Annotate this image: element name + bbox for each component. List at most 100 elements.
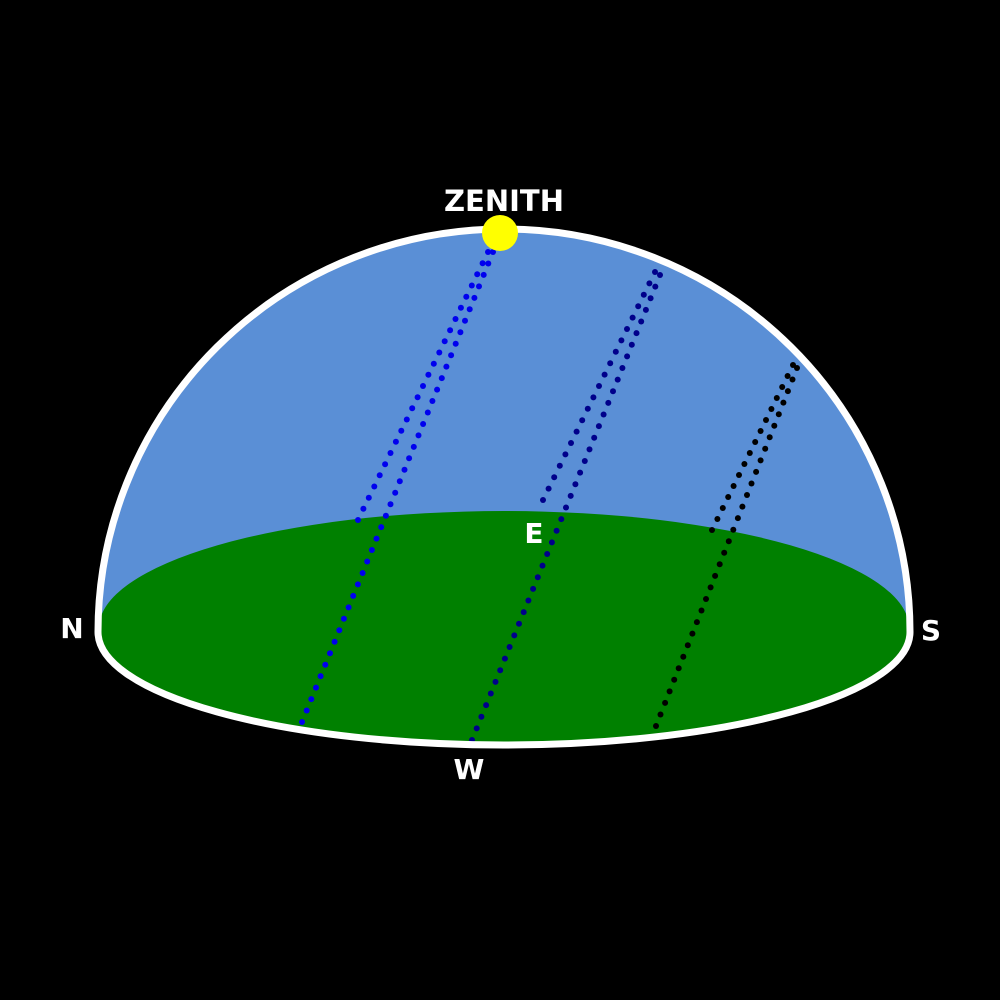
sun-path-dot [572, 481, 579, 488]
sun-path-summer [299, 249, 496, 725]
sun-path-dot [327, 650, 333, 657]
sun-path-dot [562, 451, 569, 458]
sun-path-dot [719, 505, 726, 511]
north-label: N [60, 612, 83, 645]
sun-path-dot [368, 547, 375, 553]
sun-path-dot [642, 306, 649, 313]
sun-path-dot [612, 348, 619, 355]
sun-path-dot [712, 572, 719, 579]
sun-path-dot [653, 723, 659, 729]
sun-path-dot [752, 439, 759, 445]
sun-path-dot [420, 383, 426, 389]
west-label: W [454, 753, 485, 786]
sun-path-dot [662, 699, 669, 706]
sun-path-dot [354, 581, 361, 588]
sun-paths [299, 249, 800, 743]
sun-path-dot [619, 365, 626, 371]
sun-path-dot [360, 505, 367, 512]
sun-path-dot [544, 551, 551, 557]
sun-path-dot [721, 549, 728, 556]
sun-path-dot [693, 619, 700, 626]
sun-path-dot [474, 271, 481, 278]
sun-path-dot [624, 353, 631, 360]
sun-path-dot [568, 440, 574, 446]
horizon-front-outline [94, 631, 914, 749]
sun-path-dot [308, 696, 315, 703]
sun-path-dot [581, 458, 588, 464]
sun-path-dot [364, 558, 371, 565]
sun-path-dot [501, 655, 508, 662]
sun-path-dot [784, 373, 791, 379]
sun-path-dot [322, 661, 329, 668]
sun-path-dot [725, 494, 732, 500]
sun-path-dot [640, 291, 647, 298]
sun-path-dot [447, 327, 454, 334]
sun-path-dot [768, 406, 775, 412]
sun-path-dot [409, 405, 416, 412]
sun-path-dot [652, 283, 659, 290]
sun-path-dot [680, 653, 687, 660]
sun-path-dot [558, 516, 565, 523]
sun-path-dot [373, 535, 380, 542]
sun-path-dot [684, 642, 691, 649]
sun-path-dot [590, 394, 597, 401]
sun-path-dot [762, 445, 769, 452]
sun-path-dot [452, 316, 459, 322]
sun-path-dot [485, 249, 491, 255]
sun-path-dot [741, 461, 748, 467]
sun-path-dot [746, 450, 753, 456]
sun-path-dot [635, 303, 642, 310]
sun-path-dot [647, 295, 654, 302]
sun-path-dot [506, 644, 513, 650]
sun-path-dot [757, 428, 764, 434]
sun-path-dot [730, 483, 737, 489]
sun-path-dot [618, 337, 625, 344]
sun-path-dot [434, 386, 441, 393]
sun-path-dot [429, 398, 436, 404]
sun-path-dot [707, 584, 714, 591]
sun-path-dot [479, 260, 486, 267]
sun-path-dot [457, 329, 464, 336]
sun-path-dot [534, 574, 541, 581]
sun-path-dot [331, 638, 338, 645]
sun-path-dot [478, 713, 485, 720]
sun-path-dot [779, 384, 786, 390]
sun-path-dot [406, 455, 413, 462]
sun-path-dot [471, 294, 478, 301]
sun-path-dot [725, 538, 732, 545]
sun-path-dot [666, 688, 673, 695]
sun-path-dot [739, 503, 746, 510]
sun-path-dot [601, 371, 608, 378]
sun-path-dot [387, 501, 394, 508]
sun-path-dot [299, 719, 305, 725]
sun-path-dot [303, 707, 310, 714]
sun-path-dot [392, 438, 399, 445]
sun-path-dot [430, 360, 437, 367]
sun-path-dot [551, 474, 558, 481]
sun-path-dot [703, 596, 709, 602]
sun-path-dot [638, 318, 645, 325]
sun-path-dot [355, 517, 361, 523]
sun-path-dot [780, 399, 787, 406]
sun-path-dot [789, 376, 796, 383]
sun-path-dot [410, 443, 417, 450]
sun-path-dot [657, 272, 663, 278]
sun-path-dot [511, 632, 518, 639]
sun-path-dot [425, 371, 432, 378]
sun-path-dot [709, 527, 715, 533]
sun-path-dot [476, 283, 482, 290]
sun-path-equinox [469, 269, 663, 743]
sun-path-dot [698, 607, 705, 614]
sun-path-dot [633, 330, 640, 337]
sun-path-dot [675, 665, 682, 672]
sun-path-dot [436, 349, 443, 356]
sun-path-dot [376, 472, 383, 479]
sun-path-dot [457, 304, 464, 311]
sun-path-dot [401, 466, 408, 473]
sun-path-dot [448, 352, 455, 359]
sun-path-dot [573, 428, 580, 435]
sun-path-dot [784, 388, 791, 395]
sun-path-dot [763, 417, 769, 423]
sun-path-dot [545, 485, 552, 492]
sun-path-dot [516, 620, 522, 627]
